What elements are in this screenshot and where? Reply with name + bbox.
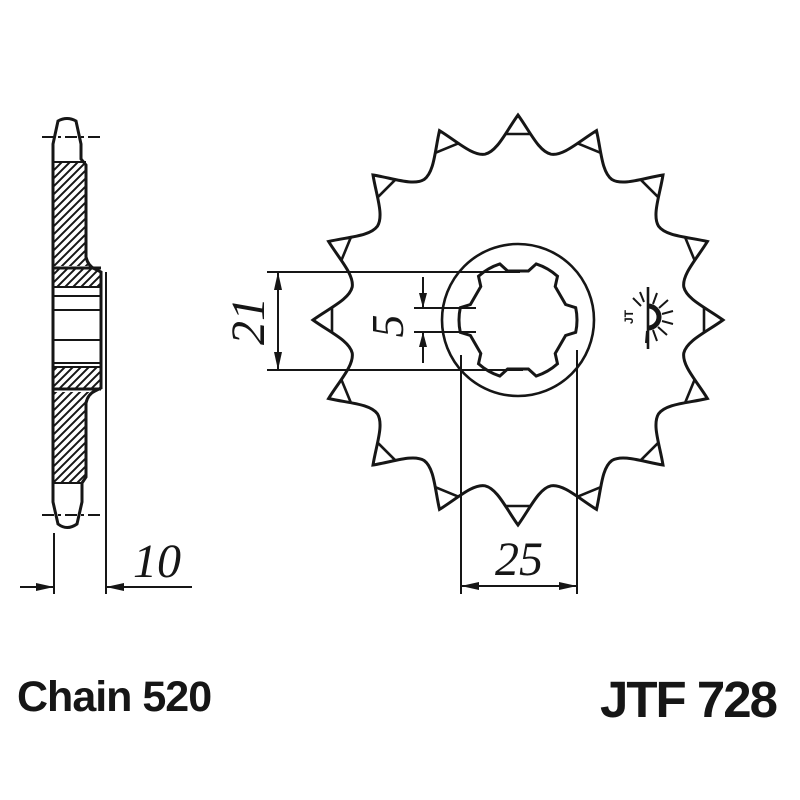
arrowhead-up: [419, 332, 427, 347]
tooth-tip-chamfer-line: [576, 141, 602, 155]
tooth-tip-chamfer-line: [376, 441, 397, 462]
dim-text-10: 10: [133, 535, 181, 588]
arrowhead-left: [106, 583, 124, 591]
dimension-10: 10: [20, 272, 192, 594]
sprocket-teeth-outline: [310, 112, 726, 528]
arrowhead-right: [559, 582, 577, 590]
tooth-tip-chamfer-line: [434, 485, 460, 499]
dimension-5: 5: [362, 277, 476, 363]
logo-jt-text: JT: [622, 309, 636, 324]
dim-text-5: 5: [362, 315, 413, 338]
dimension-25: 25: [460, 350, 578, 594]
side-view: [42, 117, 103, 529]
tooth-tip-chamfer-line: [339, 378, 353, 404]
arrowhead-right: [36, 583, 54, 591]
tooth-tip-chamfer-line: [376, 178, 397, 199]
arrowhead-up: [274, 272, 282, 290]
tooth-tip-chamfer-line: [576, 485, 602, 499]
chain-size-label: Chain 520: [17, 673, 211, 721]
hub-spline-section-lines: [53, 161, 101, 484]
tooth-tip-chamfer-line: [434, 141, 460, 155]
hub-circle: [440, 242, 596, 398]
dimension-21: 21: [222, 271, 523, 371]
tooth-tip-chamfer-line: [639, 178, 660, 199]
tooth-tip-chamfers: [330, 132, 706, 508]
arrowhead-down: [419, 293, 427, 308]
tooth-tip-chamfer-line: [339, 236, 353, 262]
front-view: [310, 112, 726, 528]
pitch-centerlines: [42, 136, 103, 516]
arrowhead-left: [461, 582, 479, 590]
tooth-tip-chamfer-line: [683, 236, 697, 262]
dim-text-25: 25: [495, 533, 543, 586]
part-number-label: JTF 728: [600, 671, 777, 728]
arrowhead-down: [274, 352, 282, 370]
logo-sun-rays: [632, 291, 674, 344]
section-hatching: [53, 162, 101, 483]
logo-halfsun: [647, 303, 662, 331]
jt-logo: JT: [622, 287, 674, 349]
tooth-tip-chamfer-line: [639, 441, 660, 462]
tooth-tip-chamfer-line: [683, 378, 697, 404]
dim-text-21: 21: [222, 297, 275, 345]
